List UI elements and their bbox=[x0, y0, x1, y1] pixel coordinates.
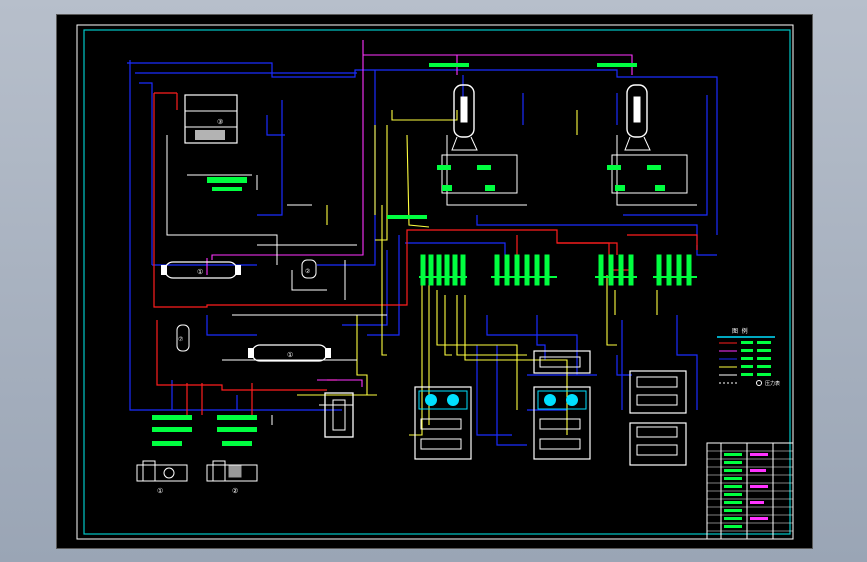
legend-note: 压力表 bbox=[765, 380, 780, 387]
valve-bank-4 bbox=[653, 254, 697, 286]
svg-text:①: ① bbox=[287, 351, 293, 359]
magenta-pipes bbox=[206, 40, 633, 387]
cooling-unit-left bbox=[414, 386, 472, 460]
cooling-unit-top bbox=[533, 350, 591, 374]
legend: 图 例 压力表 bbox=[717, 327, 780, 387]
filter-vessel-left: ⑦ bbox=[176, 324, 190, 352]
valve-clusters bbox=[152, 63, 665, 446]
blue-pipes bbox=[127, 60, 718, 446]
piping-diagram: ③ ① ① ② ⑦ bbox=[76, 24, 794, 540]
cooling-unit-right-2 bbox=[629, 422, 687, 466]
white-pipes bbox=[166, 135, 697, 425]
pump-unit-1: ① bbox=[136, 460, 188, 495]
outer-frame bbox=[76, 24, 794, 540]
svg-text:②: ② bbox=[305, 268, 310, 275]
inner-frame bbox=[83, 29, 791, 535]
yellow-pipes bbox=[297, 110, 658, 436]
vertical-exchanger bbox=[319, 392, 354, 438]
valve-bank-3 bbox=[595, 254, 637, 286]
cooling-unit-right-1 bbox=[629, 370, 687, 414]
cooling-unit-middle bbox=[533, 386, 591, 460]
svg-text:⑦: ⑦ bbox=[178, 336, 183, 343]
horizontal-tank-1: ① bbox=[161, 261, 241, 279]
filter-vessel-small: ② bbox=[301, 259, 317, 279]
title-block bbox=[706, 442, 794, 540]
cad-viewport[interactable]: ③ ① ① ② ⑦ bbox=[56, 14, 813, 549]
separator-column-2 bbox=[611, 84, 688, 194]
fan-icon bbox=[447, 394, 459, 406]
cooling-tower: ③ bbox=[184, 94, 238, 144]
svg-text:②: ② bbox=[232, 487, 238, 495]
valve-bank-1 bbox=[419, 254, 467, 286]
horizontal-tank-2: ① bbox=[248, 344, 331, 362]
separator-column-1 bbox=[441, 84, 518, 194]
fan-icon bbox=[544, 394, 556, 406]
legend-heading: 图 例 bbox=[732, 327, 748, 335]
svg-text:①: ① bbox=[157, 487, 163, 495]
fan-icon bbox=[566, 394, 578, 406]
red-pipes bbox=[153, 92, 698, 415]
pump-unit-2: ② bbox=[206, 460, 258, 495]
fan-icon bbox=[425, 394, 437, 406]
gauge-icon bbox=[756, 380, 762, 386]
valve-bank-2 bbox=[491, 254, 557, 286]
svg-text:①: ① bbox=[197, 268, 203, 276]
svg-text:③: ③ bbox=[217, 118, 223, 126]
